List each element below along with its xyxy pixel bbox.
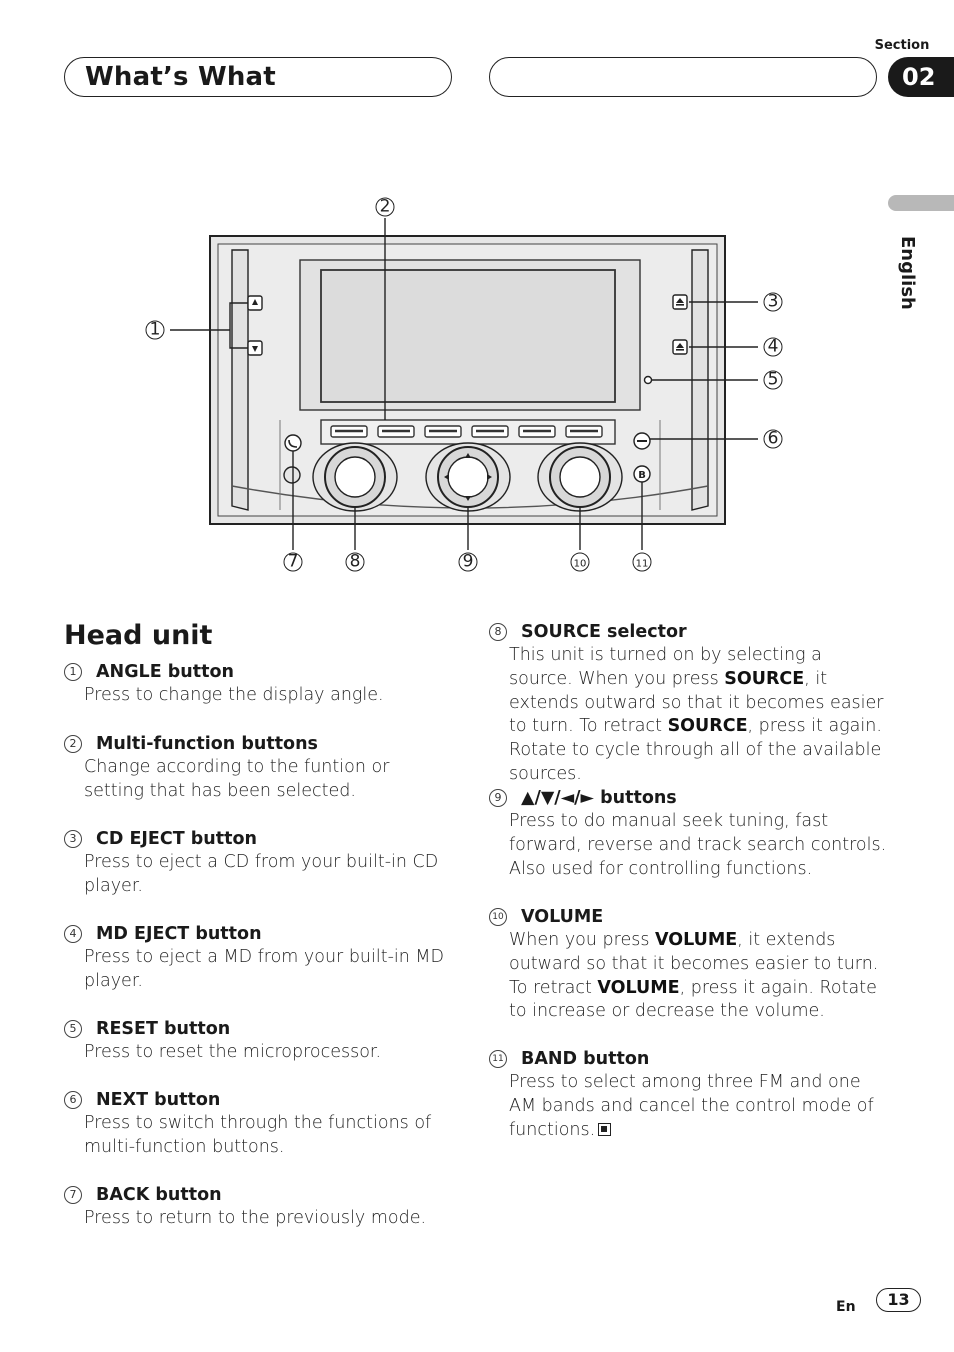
list-item: 2 Multi-function buttons Change according… — [64, 732, 454, 827]
callout-7: 7 — [288, 552, 299, 572]
item-number: 2 — [64, 735, 82, 753]
callout-9: 9 — [463, 552, 474, 572]
item-title: NEXT button — [96, 1090, 221, 1110]
left-column: 1 ANGLE button Press to change the displa… — [64, 660, 454, 1231]
list-item: 1 ANGLE button Press to change the displa… — [64, 660, 454, 732]
item-description: Change according to the funtion or setti… — [84, 757, 390, 801]
item-title: CD EJECT button — [96, 829, 257, 849]
list-item: 11 BAND button Press to select among thre… — [489, 1047, 889, 1142]
item-number: 1 — [64, 663, 82, 681]
head-unit-diagram: B 1 2 3 4 5 6 7 8 9 10 — [145, 197, 783, 572]
language-tab-marker — [888, 195, 954, 211]
item-description: This unit is turned on by selecting a so… — [509, 645, 884, 784]
language-tab-label: English — [897, 236, 918, 310]
callout-1: 1 — [150, 320, 161, 340]
callout-5: 5 — [768, 370, 779, 390]
section-number-badge: 02 — [888, 57, 954, 97]
item-number: 6 — [64, 1091, 82, 1109]
item-title: Multi-function buttons — [96, 734, 318, 754]
footer-language: En — [836, 1299, 856, 1315]
item-number: 9 — [489, 789, 507, 807]
callout-10: 10 — [574, 559, 587, 570]
list-item: 6 NEXT button Press to switch through the… — [64, 1088, 454, 1183]
item-title: BAND button — [521, 1049, 650, 1069]
list-item: 4 MD EJECT button Press to eject a MD fro… — [64, 922, 454, 1017]
list-item: 3 CD EJECT button Press to eject a CD fro… — [64, 827, 454, 922]
item-number: 7 — [64, 1186, 82, 1204]
item-description: Press to select among three FM and one A… — [509, 1072, 874, 1140]
item-description: When you press VOLUME, it extends outwar… — [509, 930, 879, 1022]
item-description: Press to return to the previously mode. — [84, 1208, 427, 1228]
section-heading: Head unit — [64, 620, 213, 651]
item-title: MD EJECT button — [96, 924, 262, 944]
item-description: Press to eject a CD from your built-in C… — [84, 852, 439, 896]
header-title-frame — [64, 57, 452, 97]
item-title: ANGLE button — [96, 662, 234, 682]
item-number: 5 — [64, 1020, 82, 1038]
section-label: Section — [874, 38, 930, 53]
list-item: 10 VOLUME When you press VOLUME, it exten… — [489, 905, 889, 1047]
header-title: What’s What — [85, 62, 276, 92]
callout-6: 6 — [768, 429, 779, 449]
item-number: 4 — [64, 925, 82, 943]
item-title: BACK button — [96, 1185, 222, 1205]
item-number: 11 — [489, 1050, 507, 1068]
item-description: Press to reset the microprocessor. — [84, 1042, 382, 1062]
item-description: Press to eject a MD from your built-in M… — [84, 947, 445, 991]
item-number: 8 — [489, 623, 507, 641]
item-description: Press to do manual seek tuning, fast for… — [509, 811, 887, 879]
item-title: RESET button — [96, 1019, 231, 1039]
list-item: 7 BACK button Press to return to the prev… — [64, 1183, 454, 1231]
item-title: ▲/▼/◄/► buttons — [521, 788, 677, 808]
item-title: SOURCE selector — [521, 622, 687, 642]
item-title: VOLUME — [521, 907, 604, 927]
callout-3: 3 — [768, 292, 779, 312]
item-description: Press to switch through the functions of… — [84, 1113, 432, 1157]
callout-4: 4 — [768, 337, 779, 357]
item-description: Press to change the display angle. — [84, 685, 384, 705]
header-blank-frame — [489, 57, 877, 97]
page-number: 13 — [876, 1288, 921, 1312]
end-of-section-icon — [598, 1122, 612, 1136]
callout-2: 2 — [380, 197, 391, 217]
item-number: 3 — [64, 830, 82, 848]
callout-8: 8 — [350, 552, 361, 572]
list-item: 5 RESET button Press to reset the micropr… — [64, 1017, 454, 1088]
right-column: 8 SOURCE selector This unit is turned on … — [489, 620, 889, 1142]
callout-11: 11 — [636, 559, 649, 570]
list-item: 8 SOURCE selector This unit is turned on … — [489, 620, 889, 786]
svg-text:B: B — [638, 470, 646, 481]
item-number: 10 — [489, 908, 507, 926]
list-item: 9 ▲/▼/◄/► buttons Press to do manual seek… — [489, 786, 889, 905]
